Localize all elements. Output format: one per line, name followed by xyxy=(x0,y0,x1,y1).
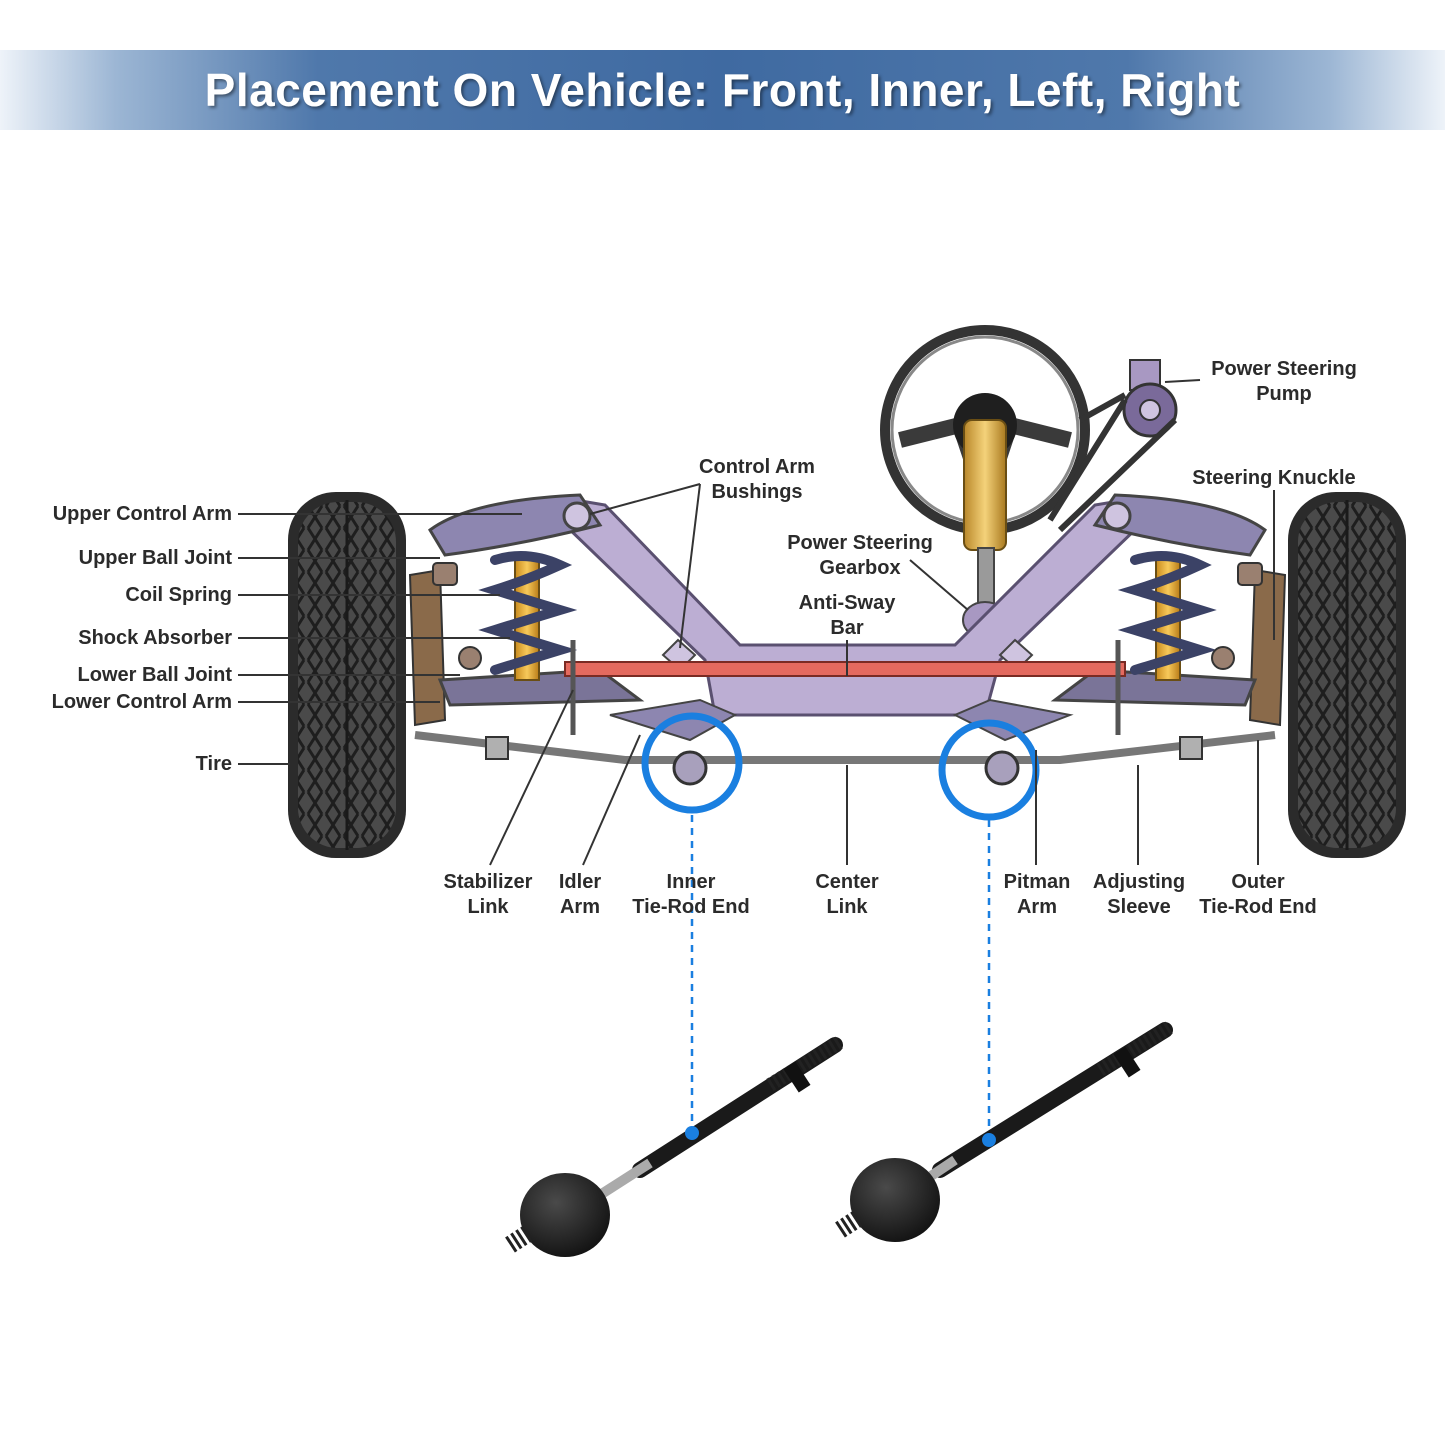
left-inner-tie-rod-joint xyxy=(672,750,708,786)
label-upper-control-arm: Upper Control Arm xyxy=(53,503,232,525)
label-control-arm-bushings-1: Control Arm xyxy=(699,456,815,478)
right-upper-control-arm xyxy=(1092,493,1267,557)
label-idler-arm-1: Idler xyxy=(559,871,601,893)
left-upper-bushing xyxy=(562,501,592,531)
label-control-arm-bushings-2: Bushings xyxy=(711,481,802,503)
label-inner-tie-rod-end-1: Inner xyxy=(667,871,716,893)
right-lower-control-arm xyxy=(1050,668,1258,707)
label-pitman-arm-1: Pitman xyxy=(1004,871,1071,893)
left-coil-spring xyxy=(478,551,578,681)
label-shock-absorber: Shock Absorber xyxy=(78,627,232,649)
left-upper-control-arm xyxy=(428,493,603,557)
steering-linkage xyxy=(414,731,1276,764)
right-inner-tie-rod-joint xyxy=(984,750,1020,786)
right-tire xyxy=(1288,492,1406,858)
left-lower-ball-joint xyxy=(458,646,482,670)
label-idler-arm-2: Arm xyxy=(560,896,600,918)
label-center-link-1: Center xyxy=(815,871,879,893)
title-banner: Placement On Vehicle: Front, Inner, Left… xyxy=(0,50,1445,130)
steering-shaft xyxy=(977,547,995,609)
page-title: Placement On Vehicle: Front, Inner, Left… xyxy=(204,64,1241,116)
anti-sway-bar xyxy=(564,661,1126,677)
right-lower-ball-joint xyxy=(1211,646,1235,670)
label-upper-ball-joint: Upper Ball Joint xyxy=(79,547,233,569)
power-steering-pump xyxy=(1047,359,1178,533)
label-power-steering-pump-1: Power Steering xyxy=(1211,358,1357,380)
label-power-steering-pump-2: Pump xyxy=(1256,383,1312,405)
label-inner-tie-rod-end-2: Tie-Rod End xyxy=(632,896,749,918)
label-pitman-arm-2: Arm xyxy=(1017,896,1057,918)
left-lower-control-arm xyxy=(437,668,645,707)
label-coil-spring: Coil Spring xyxy=(125,584,232,606)
tie-rod-part-right xyxy=(835,1021,1174,1242)
label-anti-sway-bar-2: Bar xyxy=(830,617,864,639)
right-adjusting-sleeve xyxy=(1179,736,1203,760)
left-adjusting-sleeve xyxy=(485,736,509,760)
right-upper-ball-joint xyxy=(1237,562,1263,586)
label-adjusting-sleeve-2: Sleeve xyxy=(1107,896,1170,918)
label-stabilizer-link-1: Stabilizer xyxy=(444,871,533,893)
steering-column xyxy=(963,419,1007,551)
right-steering-knuckle xyxy=(1248,568,1287,727)
label-tire: Tire xyxy=(196,753,232,775)
right-coil-spring xyxy=(1117,551,1217,681)
label-stabilizer-link-2: Link xyxy=(467,896,509,918)
label-steering-knuckle: Steering Knuckle xyxy=(1192,467,1355,489)
label-lower-ball-joint: Lower Ball Joint xyxy=(78,664,233,686)
highlight-circle-left xyxy=(641,712,743,814)
right-upper-bushing xyxy=(1102,501,1132,531)
label-outer-tie-rod-end-2: Tie-Rod End xyxy=(1199,896,1316,918)
label-outer-tie-rod-end-1: Outer xyxy=(1231,871,1285,893)
label-anti-sway-bar-1: Anti-Sway xyxy=(799,592,897,614)
label-lower-control-arm: Lower Control Arm xyxy=(52,691,232,713)
tie-rod-part-left xyxy=(505,1036,844,1257)
left-upper-ball-joint xyxy=(432,562,458,586)
label-adjusting-sleeve-1: Adjusting xyxy=(1093,871,1185,893)
label-center-link-2: Link xyxy=(826,896,868,918)
label-power-steering-gearbox-2: Gearbox xyxy=(819,557,900,579)
label-power-steering-gearbox-1: Power Steering xyxy=(787,532,933,554)
leader-lines xyxy=(238,379,1275,866)
pitman-arm xyxy=(952,698,1074,742)
